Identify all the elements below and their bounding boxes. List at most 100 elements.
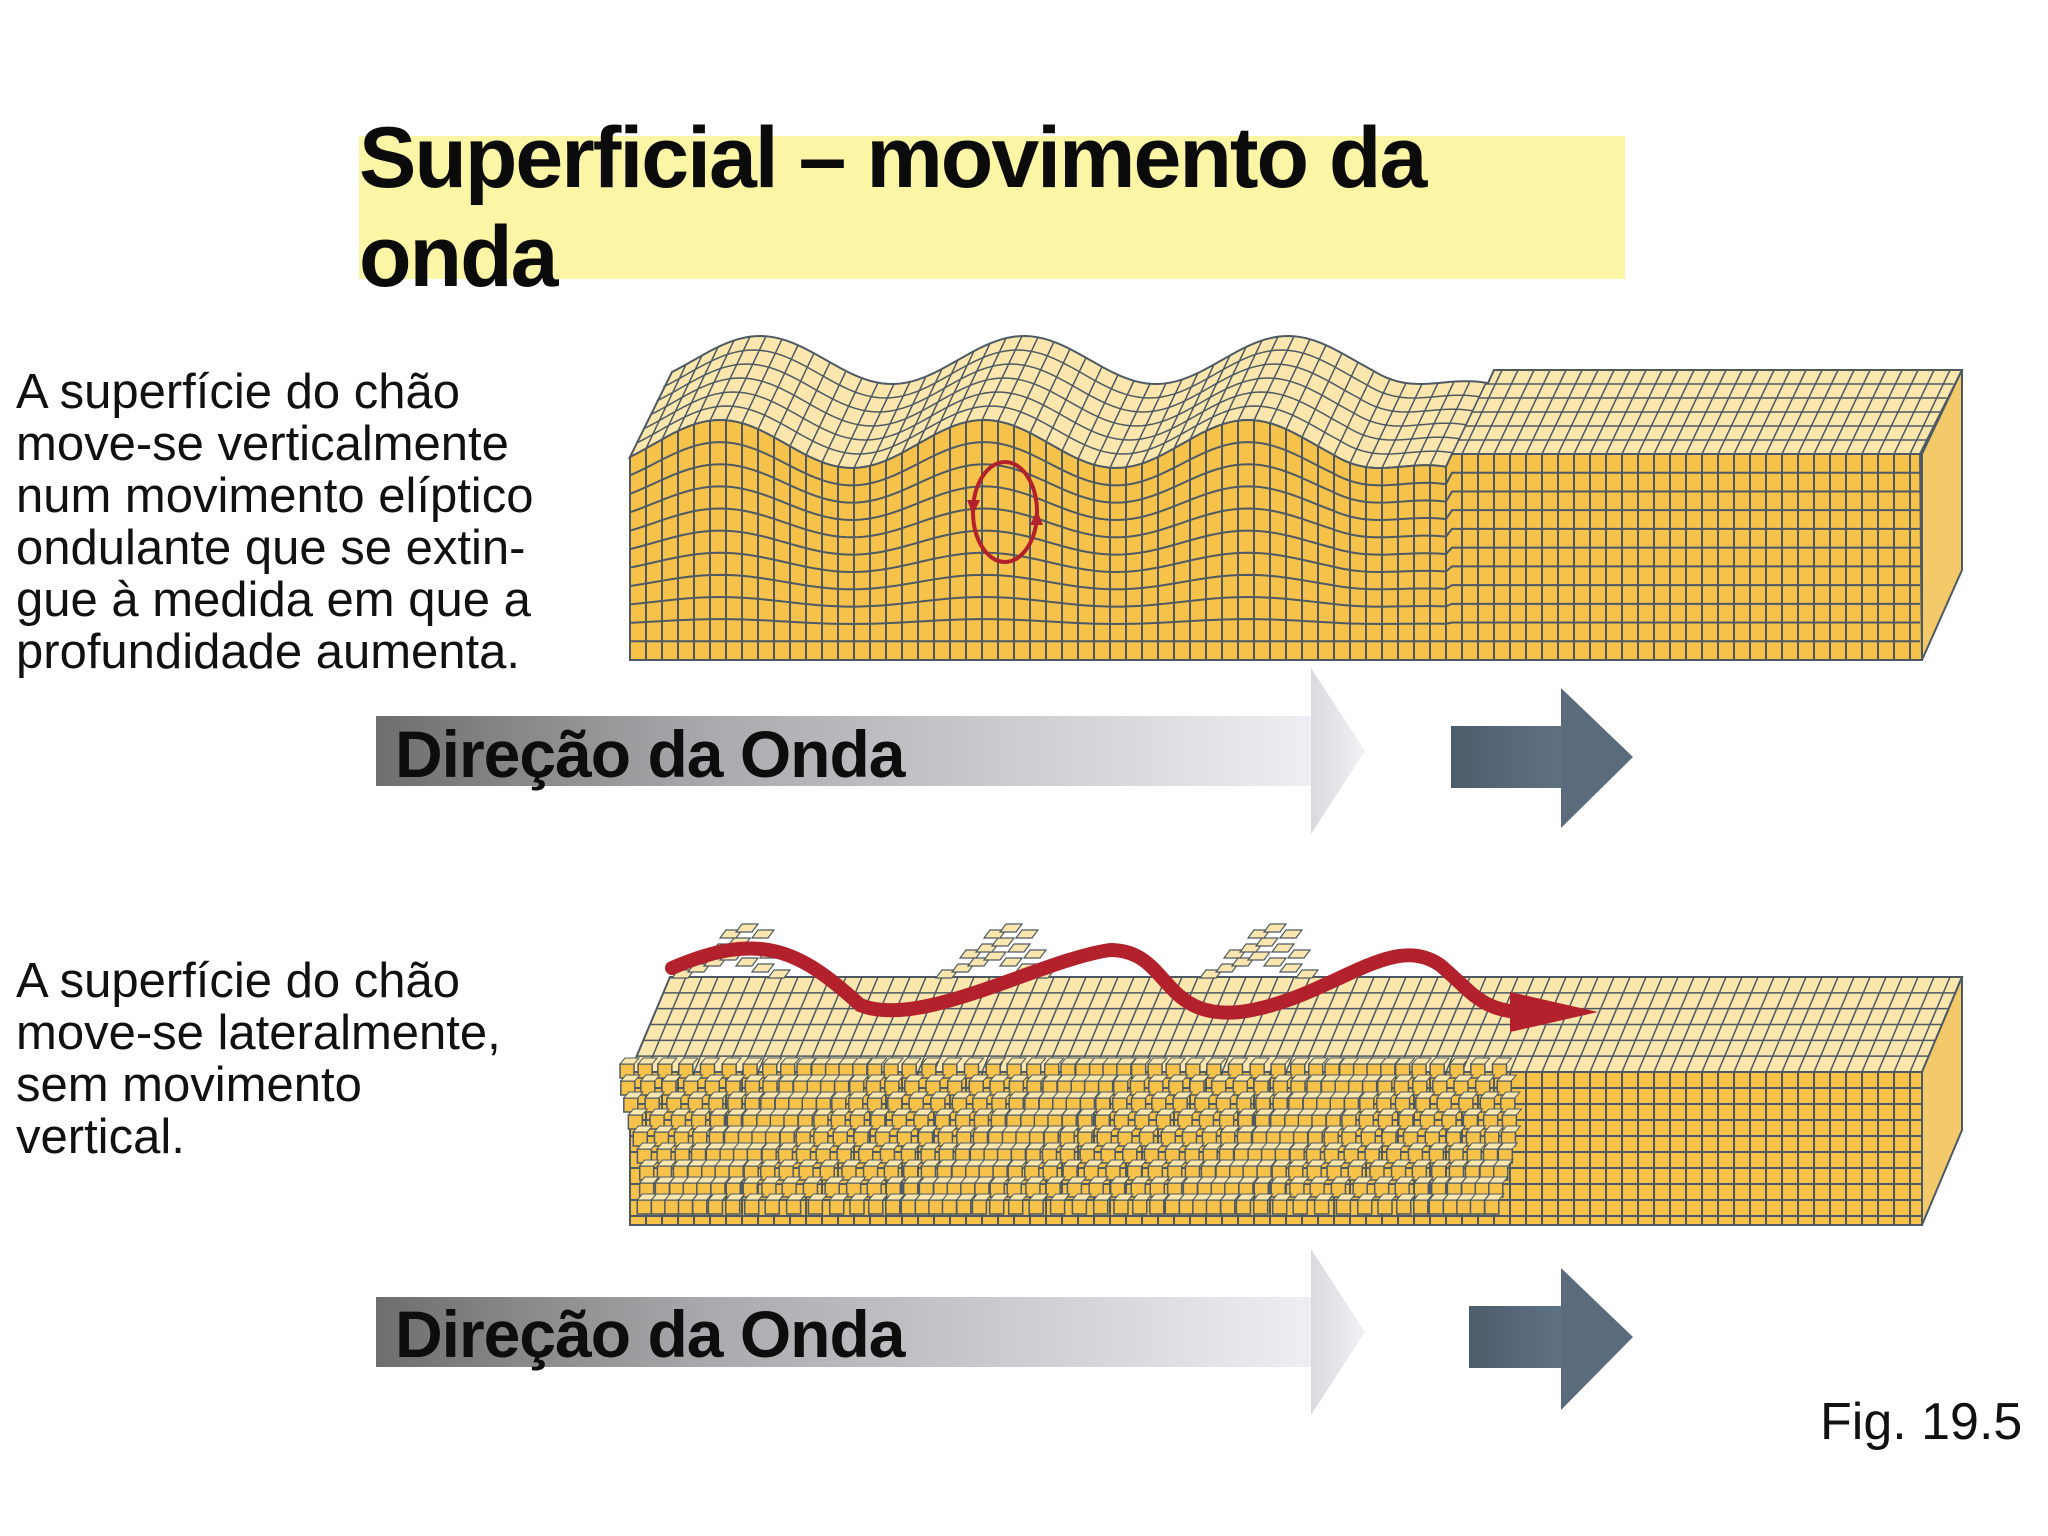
cube-top [1254, 1108, 1276, 1116]
crest-cube [734, 923, 760, 933]
cube-top [760, 1176, 782, 1184]
grid-line [1045, 357, 1087, 443]
cube-top [1306, 1159, 1328, 1167]
cube-top [891, 1108, 913, 1116]
displaced-cube [1377, 1199, 1393, 1215]
grid-line [1717, 369, 1759, 455]
displaced-cube [764, 1199, 780, 1215]
cube-top [653, 1125, 675, 1133]
end-face [1921, 976, 1963, 1226]
grid-line [629, 463, 1920, 504]
grid-line [1045, 976, 1087, 1073]
cube-top [708, 1125, 730, 1133]
grid-line [1253, 335, 1295, 421]
cube-top [1335, 1193, 1357, 1201]
grid-line [662, 349, 1954, 399]
grid-line [1733, 976, 1775, 1073]
displaced-cube [1164, 1199, 1180, 1215]
cube-top [1184, 1159, 1206, 1167]
cube-top [992, 1159, 1014, 1167]
crest-cube [1270, 943, 1296, 953]
displaced-cube [1335, 1199, 1352, 1215]
cube-top [830, 1108, 852, 1116]
grid-line [1317, 976, 1359, 1073]
grid-line [1253, 976, 1295, 1073]
cube-top [759, 1159, 781, 1167]
grid-line [1701, 369, 1743, 455]
displaced-cube [1071, 1199, 1088, 1215]
displaced-cube [971, 1199, 988, 1215]
cube-top [1402, 1125, 1424, 1133]
cube-top [1130, 1057, 1152, 1065]
grid-line [853, 383, 895, 469]
cube-top [798, 1159, 820, 1167]
crest-cube [734, 957, 760, 967]
cube-top [690, 1142, 712, 1150]
cube-top [1330, 1176, 1352, 1184]
cube-top [699, 1057, 721, 1065]
cube-top [1062, 1159, 1084, 1167]
grid-line [1813, 976, 1855, 1073]
cube-top [902, 1159, 924, 1167]
grid-line [1061, 366, 1103, 452]
cube-top [857, 1142, 879, 1150]
cube-top [1323, 1125, 1345, 1133]
grid-line [885, 376, 927, 461]
cube-top [1149, 1176, 1171, 1184]
cube-top [832, 1125, 854, 1133]
grid-line [885, 976, 927, 1073]
cube-top [1111, 1091, 1133, 1099]
grid-line [1301, 352, 1343, 438]
cube-top [865, 1074, 887, 1082]
grid-line [1109, 976, 1151, 1073]
grid-line [693, 340, 735, 425]
cube-top [1025, 1057, 1047, 1065]
cube-top [866, 1176, 888, 1184]
displaced-cube [988, 1199, 1005, 1215]
cube-top [879, 1142, 901, 1150]
cube-top [1414, 1091, 1436, 1099]
cube-top [1457, 1091, 1479, 1099]
cube-top [1424, 1125, 1446, 1133]
cube-top [744, 1091, 766, 1099]
cube-top [1202, 1142, 1224, 1150]
displaced-cube [1271, 1199, 1288, 1215]
elliptical-orbit-icon [967, 460, 1043, 564]
grid-line [1909, 369, 1951, 455]
grid-line [1893, 369, 1935, 455]
cube-top [1043, 1057, 1065, 1065]
cube-top [746, 1142, 768, 1150]
cube-top [1061, 1108, 1083, 1116]
crest-cube [1022, 949, 1048, 959]
cube-top [833, 1074, 855, 1082]
cube-top [1469, 1057, 1491, 1065]
cube-top [1410, 1057, 1433, 1065]
cube-top [638, 1176, 660, 1184]
grid-line [677, 976, 719, 1073]
rayleigh-wave-block [627, 335, 1964, 661]
grid-line [645, 976, 687, 1073]
cube-top [1059, 1142, 1081, 1150]
cube-top [1235, 1193, 1257, 1201]
cube-top [990, 1091, 1012, 1099]
grid-line [917, 359, 959, 445]
cube-top [1288, 1176, 1310, 1184]
cube-top [1232, 1074, 1254, 1082]
cube-top [819, 1159, 841, 1167]
cube-top [1150, 1091, 1172, 1099]
cube-top [656, 1159, 678, 1167]
cube-top [1198, 1108, 1220, 1116]
grid-line [1781, 976, 1823, 1073]
direction-arrow-icon-2 [1469, 1268, 1633, 1410]
cube-top [862, 1159, 884, 1167]
grid-line [1333, 370, 1375, 456]
wave-direction-label-2: Direção da Onda [395, 1297, 905, 1371]
cube-top [941, 1057, 963, 1065]
displaced-cube [1442, 1199, 1459, 1215]
displaced-cube [1456, 1199, 1472, 1215]
cube-top [1307, 1057, 1329, 1065]
grid-line [1493, 369, 1535, 455]
cube-top [1172, 1091, 1194, 1099]
cube-top [866, 1091, 888, 1099]
